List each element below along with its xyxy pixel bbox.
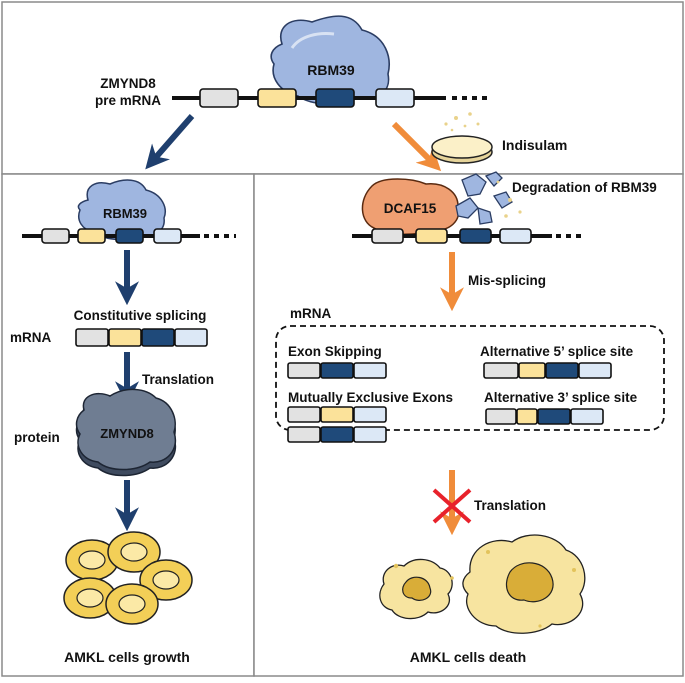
exon-skipping-label: Exon Skipping — [288, 344, 382, 359]
exon-grey — [199, 88, 239, 108]
dcaf15-protein: DCAF15 — [361, 178, 460, 235]
degradation-label: Degradation of RBM39 — [512, 180, 657, 195]
mutually-exclusive-mrna — [287, 406, 387, 443]
translation-label-right: Translation — [474, 498, 546, 513]
rbm39-label-top: RBM39 — [307, 62, 355, 78]
right-panel — [253, 173, 684, 677]
exon-light-blue — [375, 88, 415, 108]
rbm39-protein-left: RBM39 — [77, 179, 166, 241]
outcome-death-label: AMKL cells death — [410, 649, 526, 665]
drug-label: Indisulam — [502, 137, 567, 153]
zmynd8-protein: ZMYND8 — [75, 388, 177, 477]
alt5-label: Alternative 5’ splice site — [480, 344, 634, 359]
gene-label: ZMYND8 — [100, 76, 156, 91]
rbm39-protein-top: RBM39 — [270, 15, 390, 105]
mature-mrna-left — [75, 328, 208, 347]
rbm39-label-left: RBM39 — [103, 206, 147, 221]
blocked-cross-icon — [432, 488, 472, 524]
alt3-label: Alternative 3’ splice site — [484, 390, 638, 405]
pre-mrna-strand-top — [172, 88, 488, 108]
dcaf15-label: DCAF15 — [384, 201, 437, 216]
dying-cells-icon — [379, 534, 586, 634]
exon-yellow — [257, 88, 297, 108]
pre-mrna-label: pre mRNA — [95, 93, 161, 108]
mrna-label-left: mRNA — [10, 330, 52, 345]
arrow-top-right — [391, 121, 442, 172]
pre-mrna-strand-left — [22, 228, 236, 244]
mutually-exclusive-label: Mutually Exclusive Exons — [288, 390, 453, 405]
mis-splicing-box — [275, 325, 665, 431]
outcome-growth-label: AMKL cells growth — [64, 649, 190, 665]
constitutive-splicing-label: Constitutive splicing — [74, 308, 207, 323]
indisulam-pill-icon — [431, 112, 493, 164]
translation-label-left: Translation — [142, 372, 214, 387]
arrow-top-left — [145, 114, 195, 170]
mrna-label-right: mRNA — [290, 306, 332, 321]
exon-skipping-mrna — [287, 362, 387, 379]
healthy-cells-icon — [63, 531, 193, 625]
zmynd8-label: ZMYND8 — [100, 426, 153, 441]
pre-mrna-strand-right — [352, 228, 586, 244]
alt5-mrna — [483, 362, 612, 379]
alt3-mrna — [485, 408, 604, 425]
rbm39-fragments-icon — [455, 171, 522, 225]
protein-label: protein — [14, 430, 60, 445]
missplicing-label: Mis-splicing — [468, 273, 546, 288]
exon-dark-blue — [315, 88, 355, 108]
